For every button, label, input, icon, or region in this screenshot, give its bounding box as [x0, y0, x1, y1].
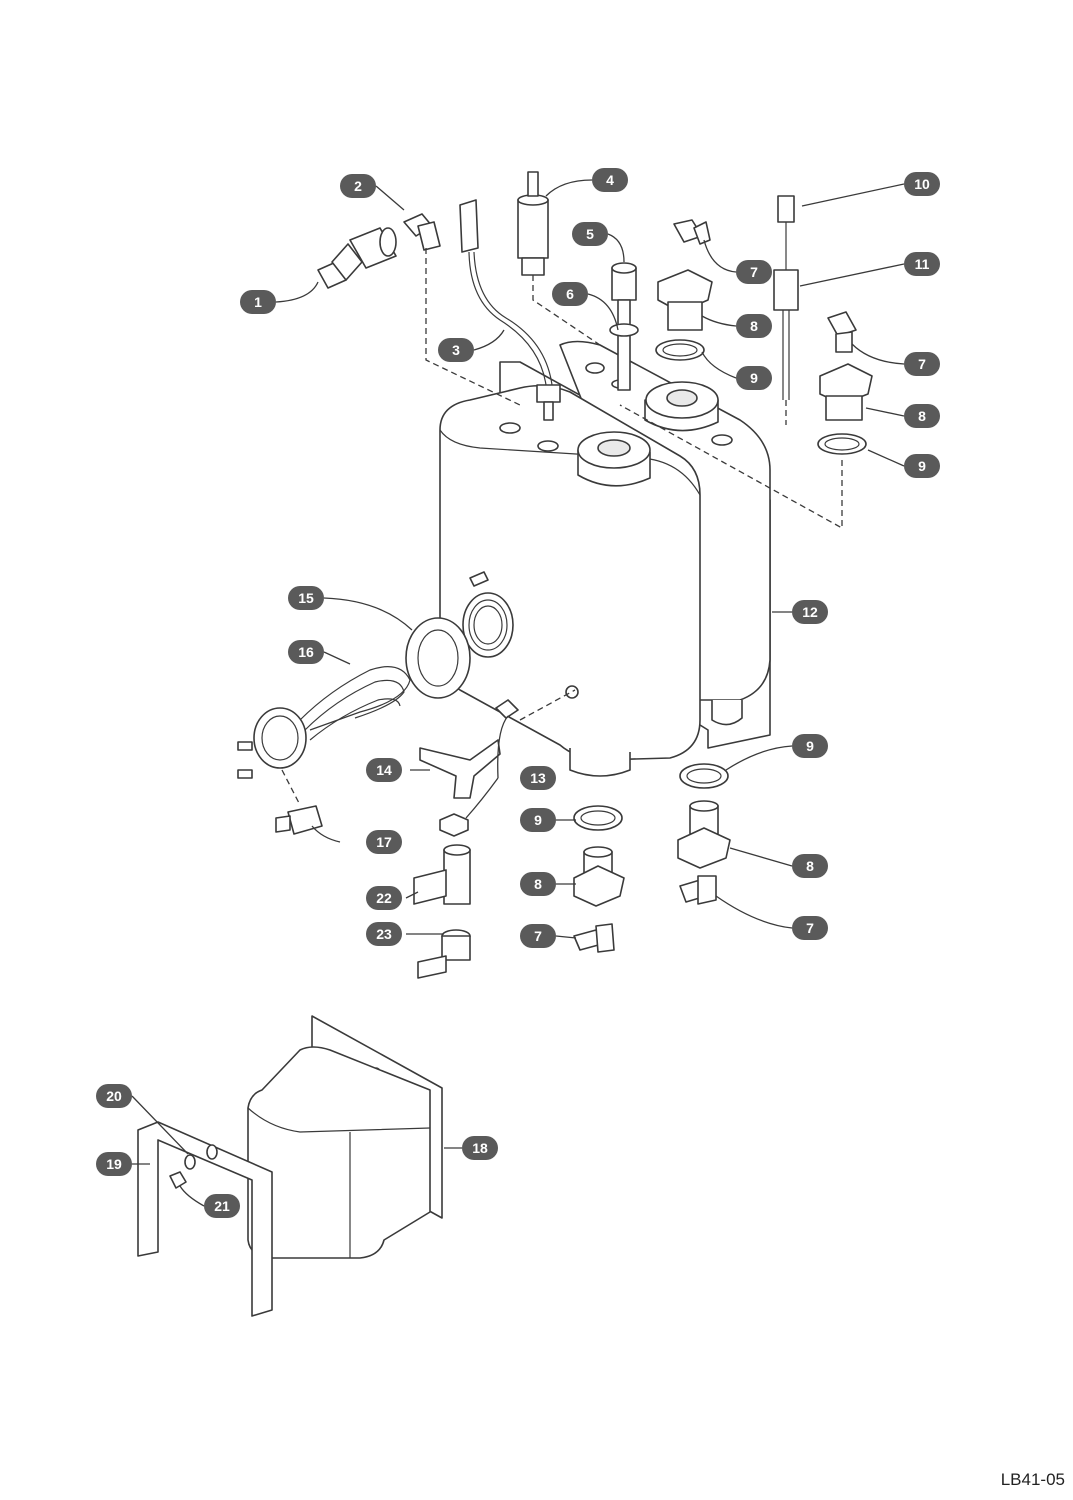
part-4-pressure-switch: [517, 171, 549, 276]
callout-9-c: 9: [792, 734, 828, 758]
callout-11: 11: [904, 252, 940, 276]
svg-text:17: 17: [376, 834, 392, 850]
callout-2: 2: [340, 174, 376, 198]
svg-text:4: 4: [606, 172, 614, 188]
callout-13: 13: [520, 766, 556, 790]
callout-8-b: 8: [904, 404, 940, 428]
svg-text:20: 20: [106, 1088, 122, 1104]
svg-text:12: 12: [802, 604, 818, 620]
svg-text:19: 19: [106, 1156, 122, 1172]
part-2-elbow: [403, 213, 441, 251]
svg-text:21: 21: [214, 1198, 230, 1214]
svg-text:7: 7: [750, 264, 758, 280]
callout-10: 10: [904, 172, 940, 196]
callout-7-a: 7: [736, 260, 772, 284]
callout-8-a: 8: [736, 314, 772, 338]
part-1-fitting: [317, 227, 397, 289]
callout-18: 18: [462, 1136, 498, 1160]
assembly-lines: [281, 248, 843, 806]
leader-lines: [131, 179, 905, 1207]
callout-15: 15: [288, 586, 324, 610]
callout-9-b: 9: [904, 454, 940, 478]
part-16-heating-element: [237, 666, 411, 779]
svg-text:2: 2: [354, 178, 362, 194]
callout-6: 6: [552, 282, 588, 306]
boiler-tank: [439, 340, 771, 777]
svg-text:7: 7: [534, 928, 542, 944]
callout-23: 23: [366, 922, 402, 946]
svg-text:8: 8: [534, 876, 542, 892]
svg-text:15: 15: [298, 590, 314, 606]
callout-7-c: 7: [792, 916, 828, 940]
svg-text:9: 9: [806, 738, 814, 754]
svg-text:5: 5: [586, 226, 594, 242]
svg-text:8: 8: [750, 318, 758, 334]
svg-text:9: 9: [534, 812, 542, 828]
callout-9-a: 9: [736, 366, 772, 390]
callout-16: 16: [288, 640, 324, 664]
part-13-14-fittings: [419, 699, 519, 837]
callout-12: 12: [792, 600, 828, 624]
part-7-upper-elbows: [673, 219, 857, 353]
svg-text:14: 14: [376, 762, 392, 778]
svg-text:23: 23: [376, 926, 392, 942]
part-3-level-probe: [459, 199, 561, 421]
callout-21: 21: [204, 1194, 240, 1218]
svg-text:7: 7: [806, 920, 814, 936]
svg-text:11: 11: [915, 256, 930, 272]
svg-text:9: 9: [750, 370, 758, 386]
svg-text:7: 7: [918, 356, 926, 372]
callout-22: 22: [366, 886, 402, 910]
callout-7-b: 7: [904, 352, 940, 376]
part-15-gasket: [405, 617, 471, 699]
callout-17: 17: [366, 830, 402, 854]
lower-left-fittings: [573, 805, 625, 953]
lower-tank-assembly: [137, 1015, 443, 1317]
drawing-code: LB41-05: [1000, 1470, 1065, 1489]
svg-text:9: 9: [918, 458, 926, 474]
part-22-23-valve: [413, 844, 471, 979]
svg-text:18: 18: [472, 1140, 488, 1156]
part-8-9-upper: [655, 269, 873, 455]
callout-9-d: 9: [520, 808, 556, 832]
callout-14: 14: [366, 758, 402, 782]
callout-7-d: 7: [520, 924, 556, 948]
callout-4: 4: [592, 168, 628, 192]
svg-text:8: 8: [806, 858, 814, 874]
callout-8-c: 8: [792, 854, 828, 878]
svg-text:16: 16: [298, 644, 314, 660]
callout-3: 3: [438, 338, 474, 362]
lower-right-fittings: [677, 763, 731, 905]
svg-text:13: 13: [530, 770, 546, 786]
callout-5: 5: [572, 222, 608, 246]
svg-text:8: 8: [918, 408, 926, 424]
callout-1: 1: [240, 290, 276, 314]
callout-8-d: 8: [520, 872, 556, 896]
svg-text:10: 10: [914, 176, 930, 192]
svg-text:1: 1: [254, 294, 262, 310]
svg-text:3: 3: [452, 342, 460, 358]
callout-20: 20: [96, 1084, 132, 1108]
callout-19: 19: [96, 1152, 132, 1176]
svg-text:22: 22: [376, 890, 392, 906]
svg-text:6: 6: [566, 286, 574, 302]
part-10-11-probe: [773, 195, 799, 400]
